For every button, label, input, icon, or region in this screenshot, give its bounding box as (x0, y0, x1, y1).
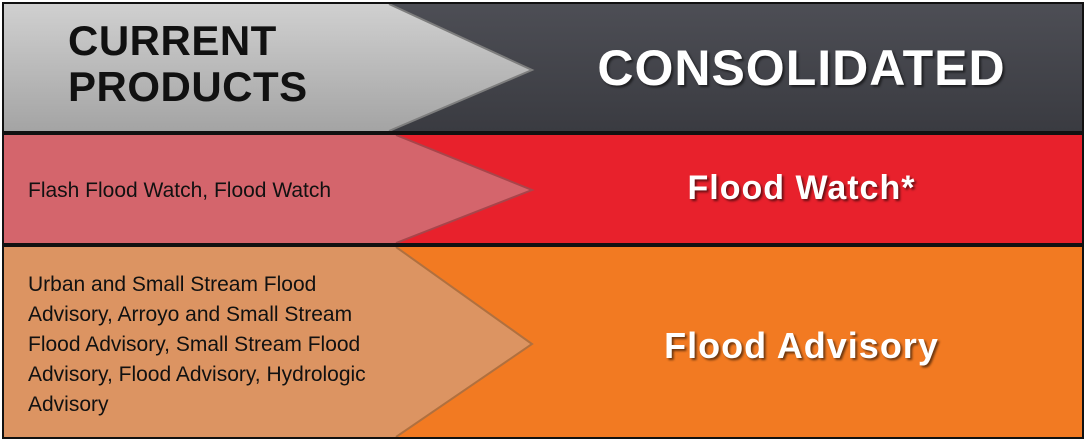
flood-advisory-current-products: Urban and Small Stream Flood Advisory, A… (28, 270, 448, 420)
flood-advisory-consolidated: Flood Advisory (664, 325, 939, 366)
heading-line-products: PRODUCTS (68, 63, 308, 110)
current-products-heading: CURRENT PRODUCTS (68, 18, 308, 110)
advisory-line: Advisory (28, 393, 109, 416)
header-row: CURRENT PRODUCTS CONSOLIDATED (4, 4, 1082, 131)
flood-watch-current-arrow (4, 135, 539, 243)
advisory-line: Advisory, Flood Advisory, Hydrologic (28, 363, 366, 386)
advisory-line: Urban and Small Stream Flood (28, 273, 317, 296)
heading-line-current: CURRENT (68, 17, 277, 64)
flood-watch-current-products: Flash Flood Watch, Flood Watch (28, 179, 332, 202)
flood-watch-row: Flash Flood Watch, Flood Watch Flood Wat… (4, 135, 1082, 243)
advisory-line: Flood Advisory, Small Stream Flood (28, 333, 361, 356)
advisory-line: Advisory, Arroyo and Small Stream (28, 303, 353, 326)
consolidated-heading: CONSOLIDATED (597, 40, 1006, 96)
flood-watch-consolidated: Flood Watch* (687, 169, 916, 207)
current-header-arrow (4, 4, 539, 131)
flood-advisory-current-arrow (4, 247, 539, 437)
flood-advisory-row: Urban and Small Stream Flood Advisory, A… (4, 247, 1082, 437)
